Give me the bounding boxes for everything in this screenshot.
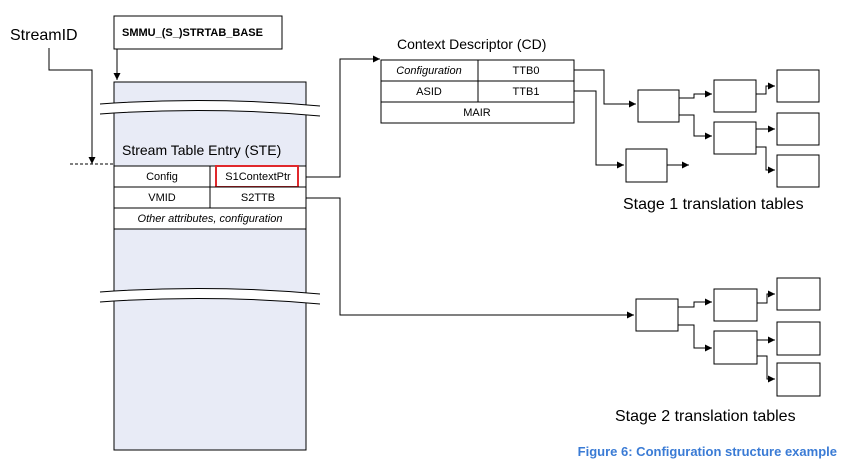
stage1-table-l3c <box>776 154 820 188</box>
cd-configuration-label: Configuration <box>396 65 461 77</box>
stage2-table-l3b <box>776 321 821 356</box>
stage2-table-l3a <box>776 277 821 311</box>
stage2-translation-tables <box>635 277 821 397</box>
cd-ttb1-label: TTB1 <box>513 86 540 98</box>
ttb1-to-stage1-arrow <box>574 90 624 169</box>
ste-s2ttb-label: S2TTB <box>241 192 275 204</box>
stream-id-label: StreamID <box>10 27 78 44</box>
ste-s1contextptr-label: S1ContextPtr <box>225 171 291 183</box>
ttb0-to-stage1-arrow <box>574 69 636 108</box>
stage2-table-l3c <box>776 362 821 397</box>
stage2-label: Stage 2 translation tables <box>615 408 796 425</box>
ste-config-label: Config <box>146 171 178 183</box>
ste-vmid-label: VMID <box>148 192 176 204</box>
stage1-table-l3b <box>776 112 820 146</box>
stage1-label: Stage 1 translation tables <box>623 196 804 213</box>
ste-other-label: Other attributes, configuration <box>138 213 283 225</box>
ste-other-cell <box>113 207 307 230</box>
strtab-base-label: SMMU_(S_)STRTAB_BASE <box>122 27 263 39</box>
cd-mair-label: MAIR <box>463 107 491 119</box>
stage2-table-l2b <box>713 330 758 365</box>
stage2-table-l1 <box>635 298 679 332</box>
stage1-table-l3a <box>776 69 820 103</box>
s1contextptr-to-cd-arrow <box>306 55 380 178</box>
cd-ttb0-label: TTB0 <box>513 65 540 77</box>
stream-id-arrow <box>48 48 96 164</box>
ste-title: Stream Table Entry (STE) <box>122 142 281 158</box>
strtab-base-box <box>113 15 283 50</box>
s2ttb-to-stage2-arrow <box>306 197 634 319</box>
stage1-translation-tables <box>625 69 820 188</box>
figure-caption: Figure 6: Configuration structure exampl… <box>578 444 837 459</box>
cd-mair-cell <box>380 101 575 124</box>
stage1-table-single <box>625 148 668 183</box>
stage1-table-l2b <box>713 121 757 155</box>
stage1-table-l1 <box>637 89 680 123</box>
cd-asid-label: ASID <box>416 86 442 98</box>
stage2-table-l2a <box>713 288 758 322</box>
stream-table <box>113 81 307 451</box>
stage1-table-l2a <box>713 79 757 113</box>
cd-title: Context Descriptor (CD) <box>397 36 546 52</box>
